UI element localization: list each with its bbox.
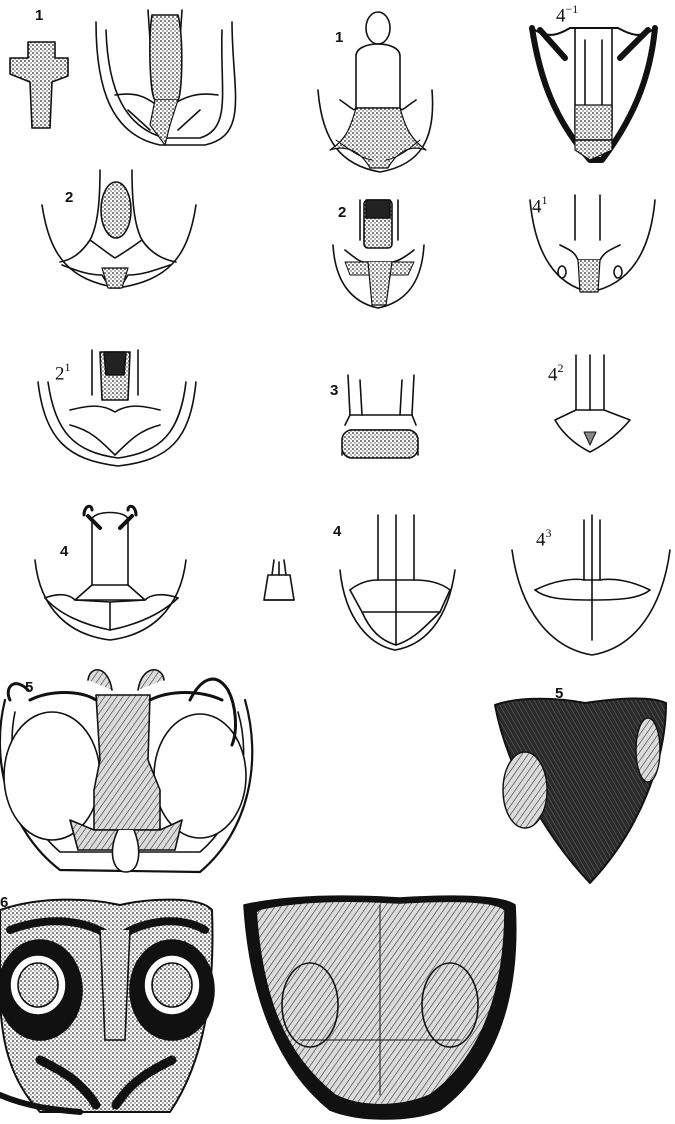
fig-6-head-stippled [0, 900, 214, 1112]
label-1-left: 1 [35, 8, 43, 23]
label-4-neg1: 4−1 [556, 4, 578, 25]
label-5-left: 5 [25, 680, 33, 695]
fig-1-skull-a [96, 10, 236, 145]
label-3: 3 [330, 383, 338, 398]
fig-5-head-dark [495, 698, 666, 883]
fig-2-skull-a [42, 170, 196, 288]
fig-5-skull-bones [0, 670, 252, 872]
fig-4-1-skull-outline [530, 195, 655, 292]
fig-4-2-skull [555, 355, 630, 452]
label-6-mid: 6 [252, 900, 260, 915]
fig-4-skull-b [340, 515, 455, 650]
label-6-left: 6 [0, 895, 8, 910]
label-1-mid: 1 [335, 30, 343, 45]
fig-6-head-hatched [244, 896, 516, 1119]
fig-3-skull [342, 375, 418, 458]
label-2-left: 2 [65, 190, 73, 205]
fig-4-small-skull [264, 560, 294, 600]
fig-4-skull-a [35, 506, 186, 640]
fig-4-1-skull-dark [532, 28, 655, 160]
label-4-1: 41 [532, 195, 548, 216]
label-4-mid: 4 [333, 524, 341, 539]
label-4-2: 42 [548, 363, 564, 384]
fig-1-cross-cartilage [10, 42, 68, 128]
label-4-3: 43 [536, 528, 552, 549]
fig-2-skull-b [333, 200, 424, 308]
label-2-1: 21 [55, 362, 71, 383]
label-5-right: 5 [555, 686, 563, 701]
label-4-left: 4 [60, 544, 68, 559]
label-2-mid: 2 [338, 205, 346, 220]
